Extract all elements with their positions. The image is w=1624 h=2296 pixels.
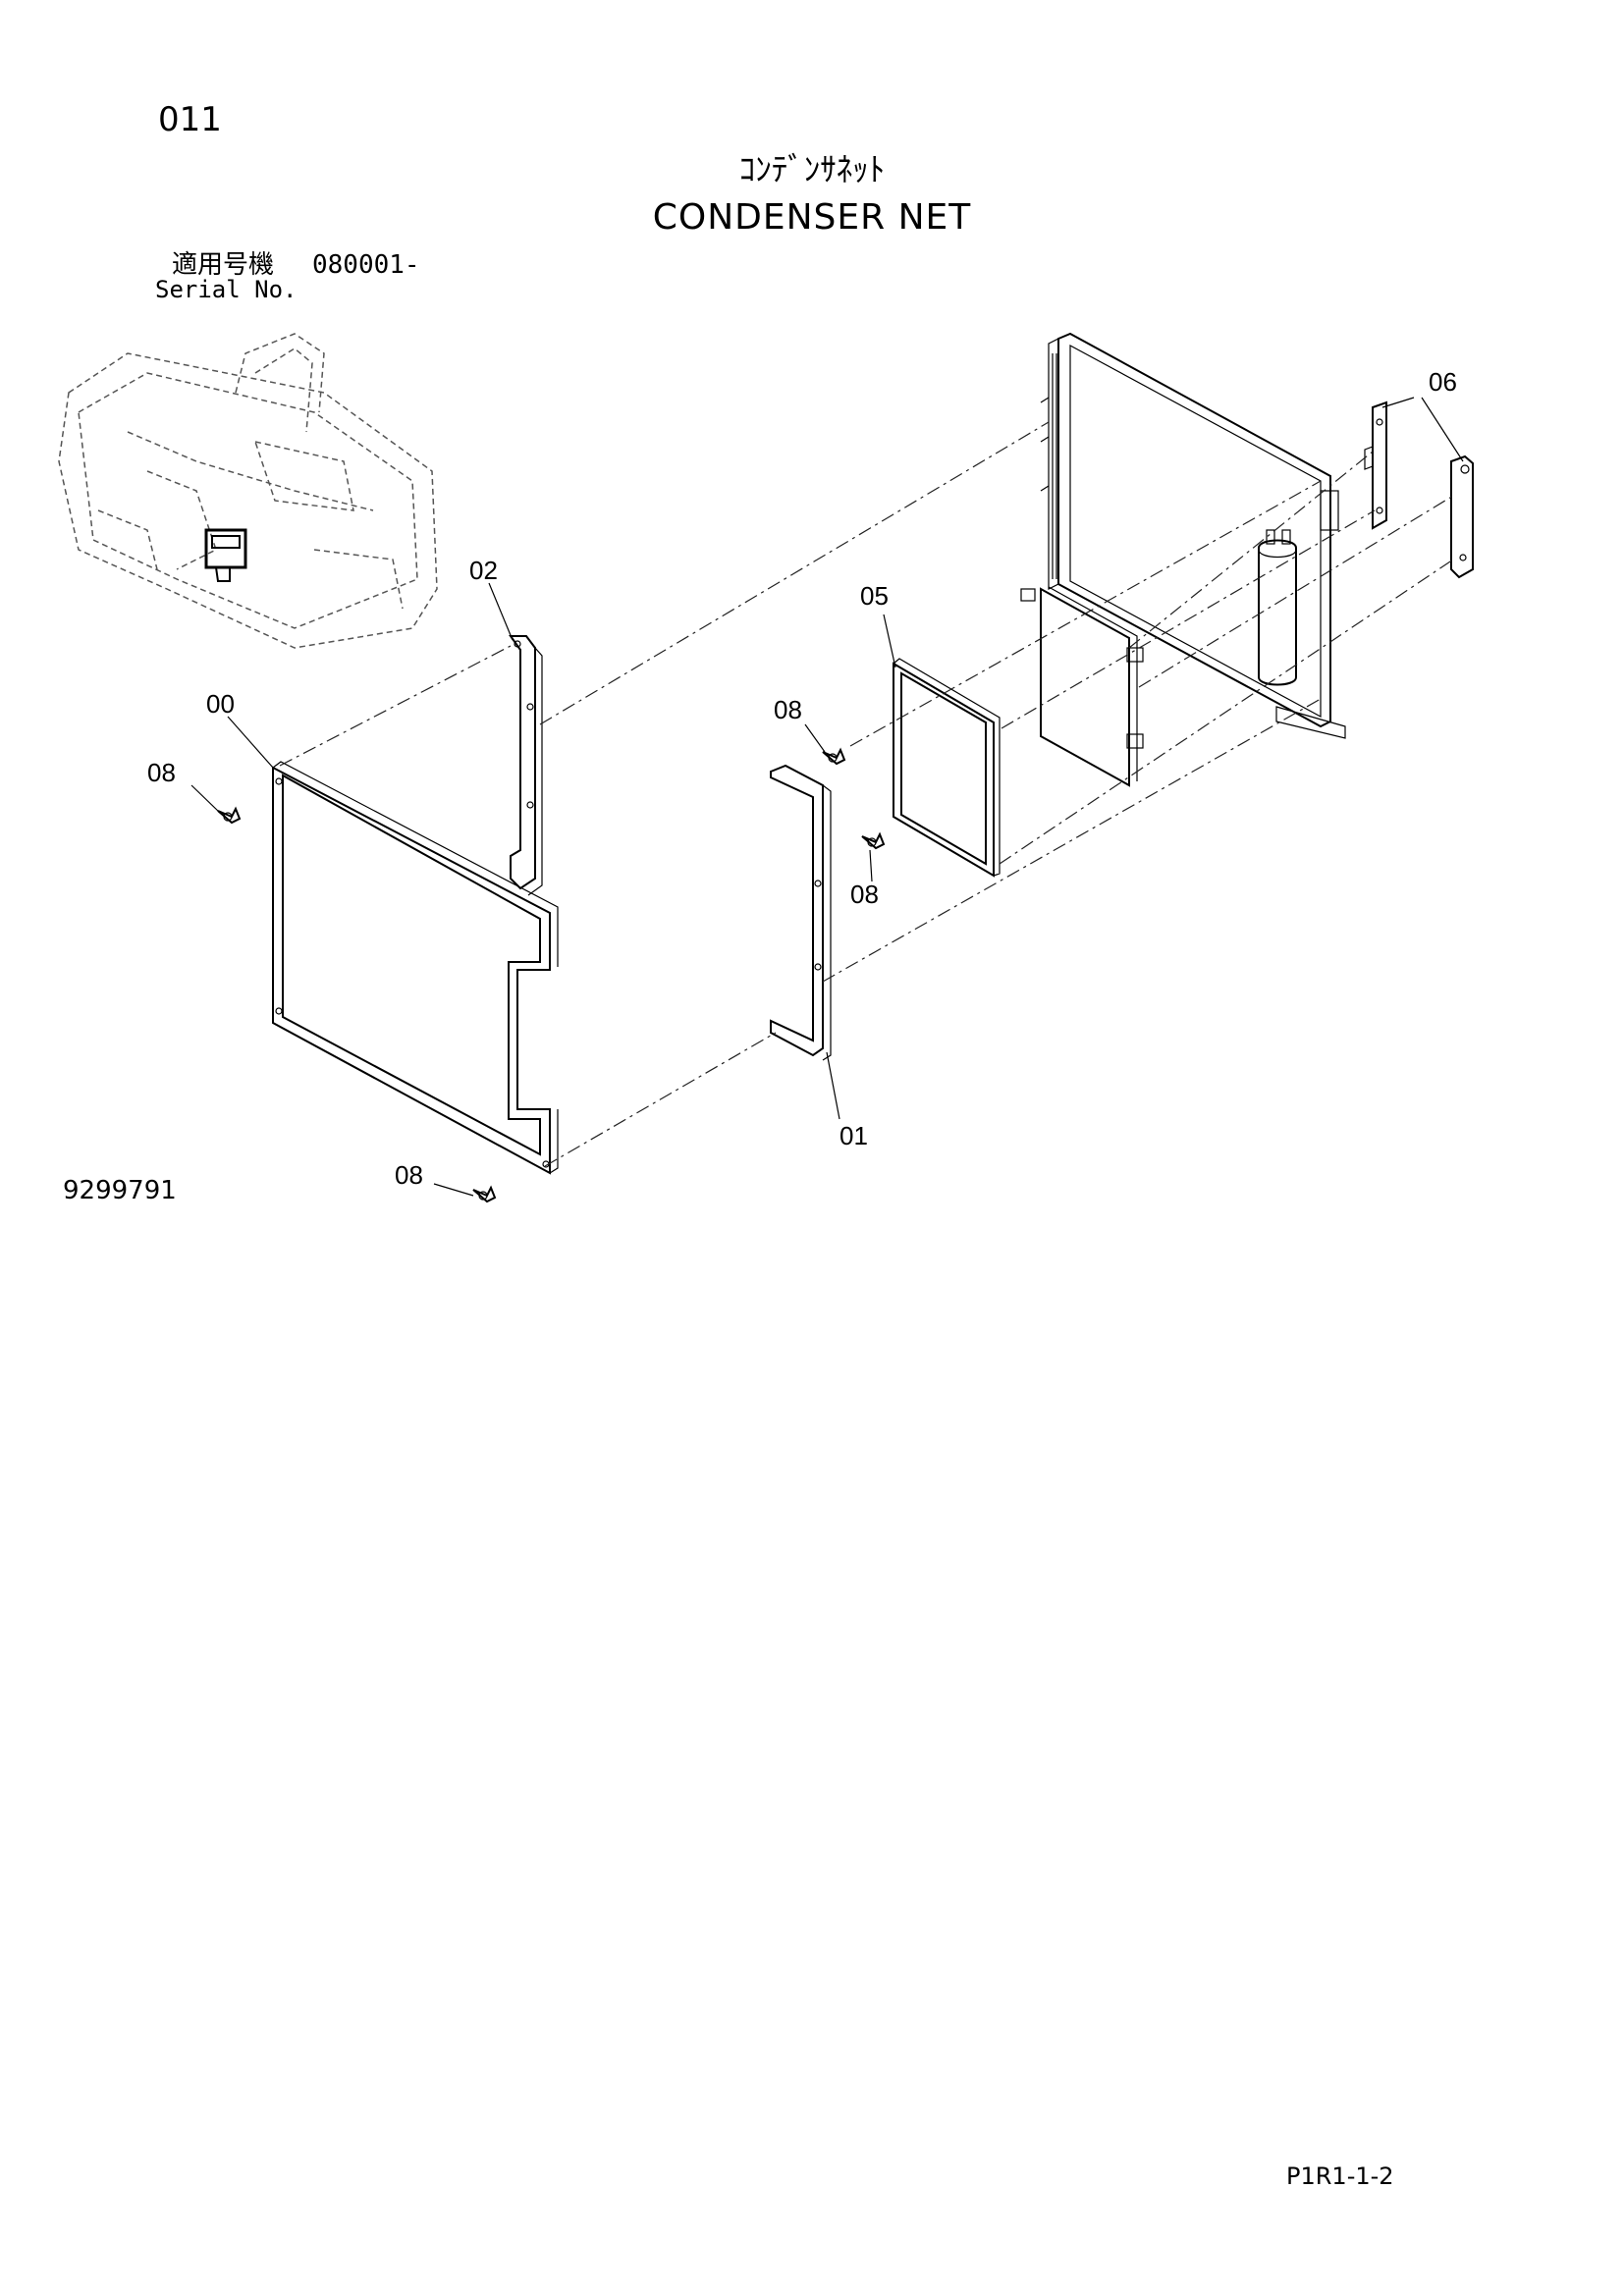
machine-location-keymap: [58, 333, 438, 649]
fastener-a: [217, 806, 242, 825]
callout-02: 02: [469, 556, 498, 585]
part-00-condenser-net-panel: [272, 761, 559, 1175]
callout-08-a: 08: [147, 758, 176, 787]
callout-01: 01: [839, 1121, 868, 1150]
page-number: 011: [158, 100, 222, 139]
title-japanese: ｺﾝﾃﾞﾝｻﾈｯﾄ: [738, 150, 886, 188]
callout-leaders: [190, 397, 1464, 1197]
location-highlight: [204, 528, 247, 569]
part-08-fasteners: [217, 747, 886, 1203]
callout-05: 05: [860, 581, 889, 611]
part-01-bracket: [770, 764, 832, 1061]
fastener-c: [861, 831, 886, 850]
serial-number-value: 080001-: [312, 250, 420, 280]
fastener-b: [822, 747, 846, 766]
condenser-core: [1040, 332, 1346, 739]
title-english: CONDENSER NET: [652, 197, 972, 238]
callout-08-b: 08: [774, 695, 802, 724]
part-02-bracket: [509, 635, 543, 896]
fastener-d: [472, 1185, 497, 1203]
figure-code: 9299791: [63, 1176, 177, 1205]
serial-label-japanese: 適用号機: [172, 250, 275, 280]
part-05-small-net-frame: [893, 658, 1001, 878]
callout-06: 06: [1429, 367, 1457, 397]
page-code: P1R1-1-2: [1286, 2163, 1394, 2190]
serial-label-english: Serial No.: [155, 276, 298, 303]
oil-cooler: [1020, 586, 1144, 787]
assembly-guide-lines: [279, 421, 1454, 1167]
receiver-drier: [1258, 490, 1339, 686]
callout-00: 00: [206, 689, 235, 719]
callout-08-d: 08: [395, 1160, 423, 1190]
part-06-brackets: [1364, 400, 1474, 579]
callout-08-c: 08: [850, 880, 879, 909]
